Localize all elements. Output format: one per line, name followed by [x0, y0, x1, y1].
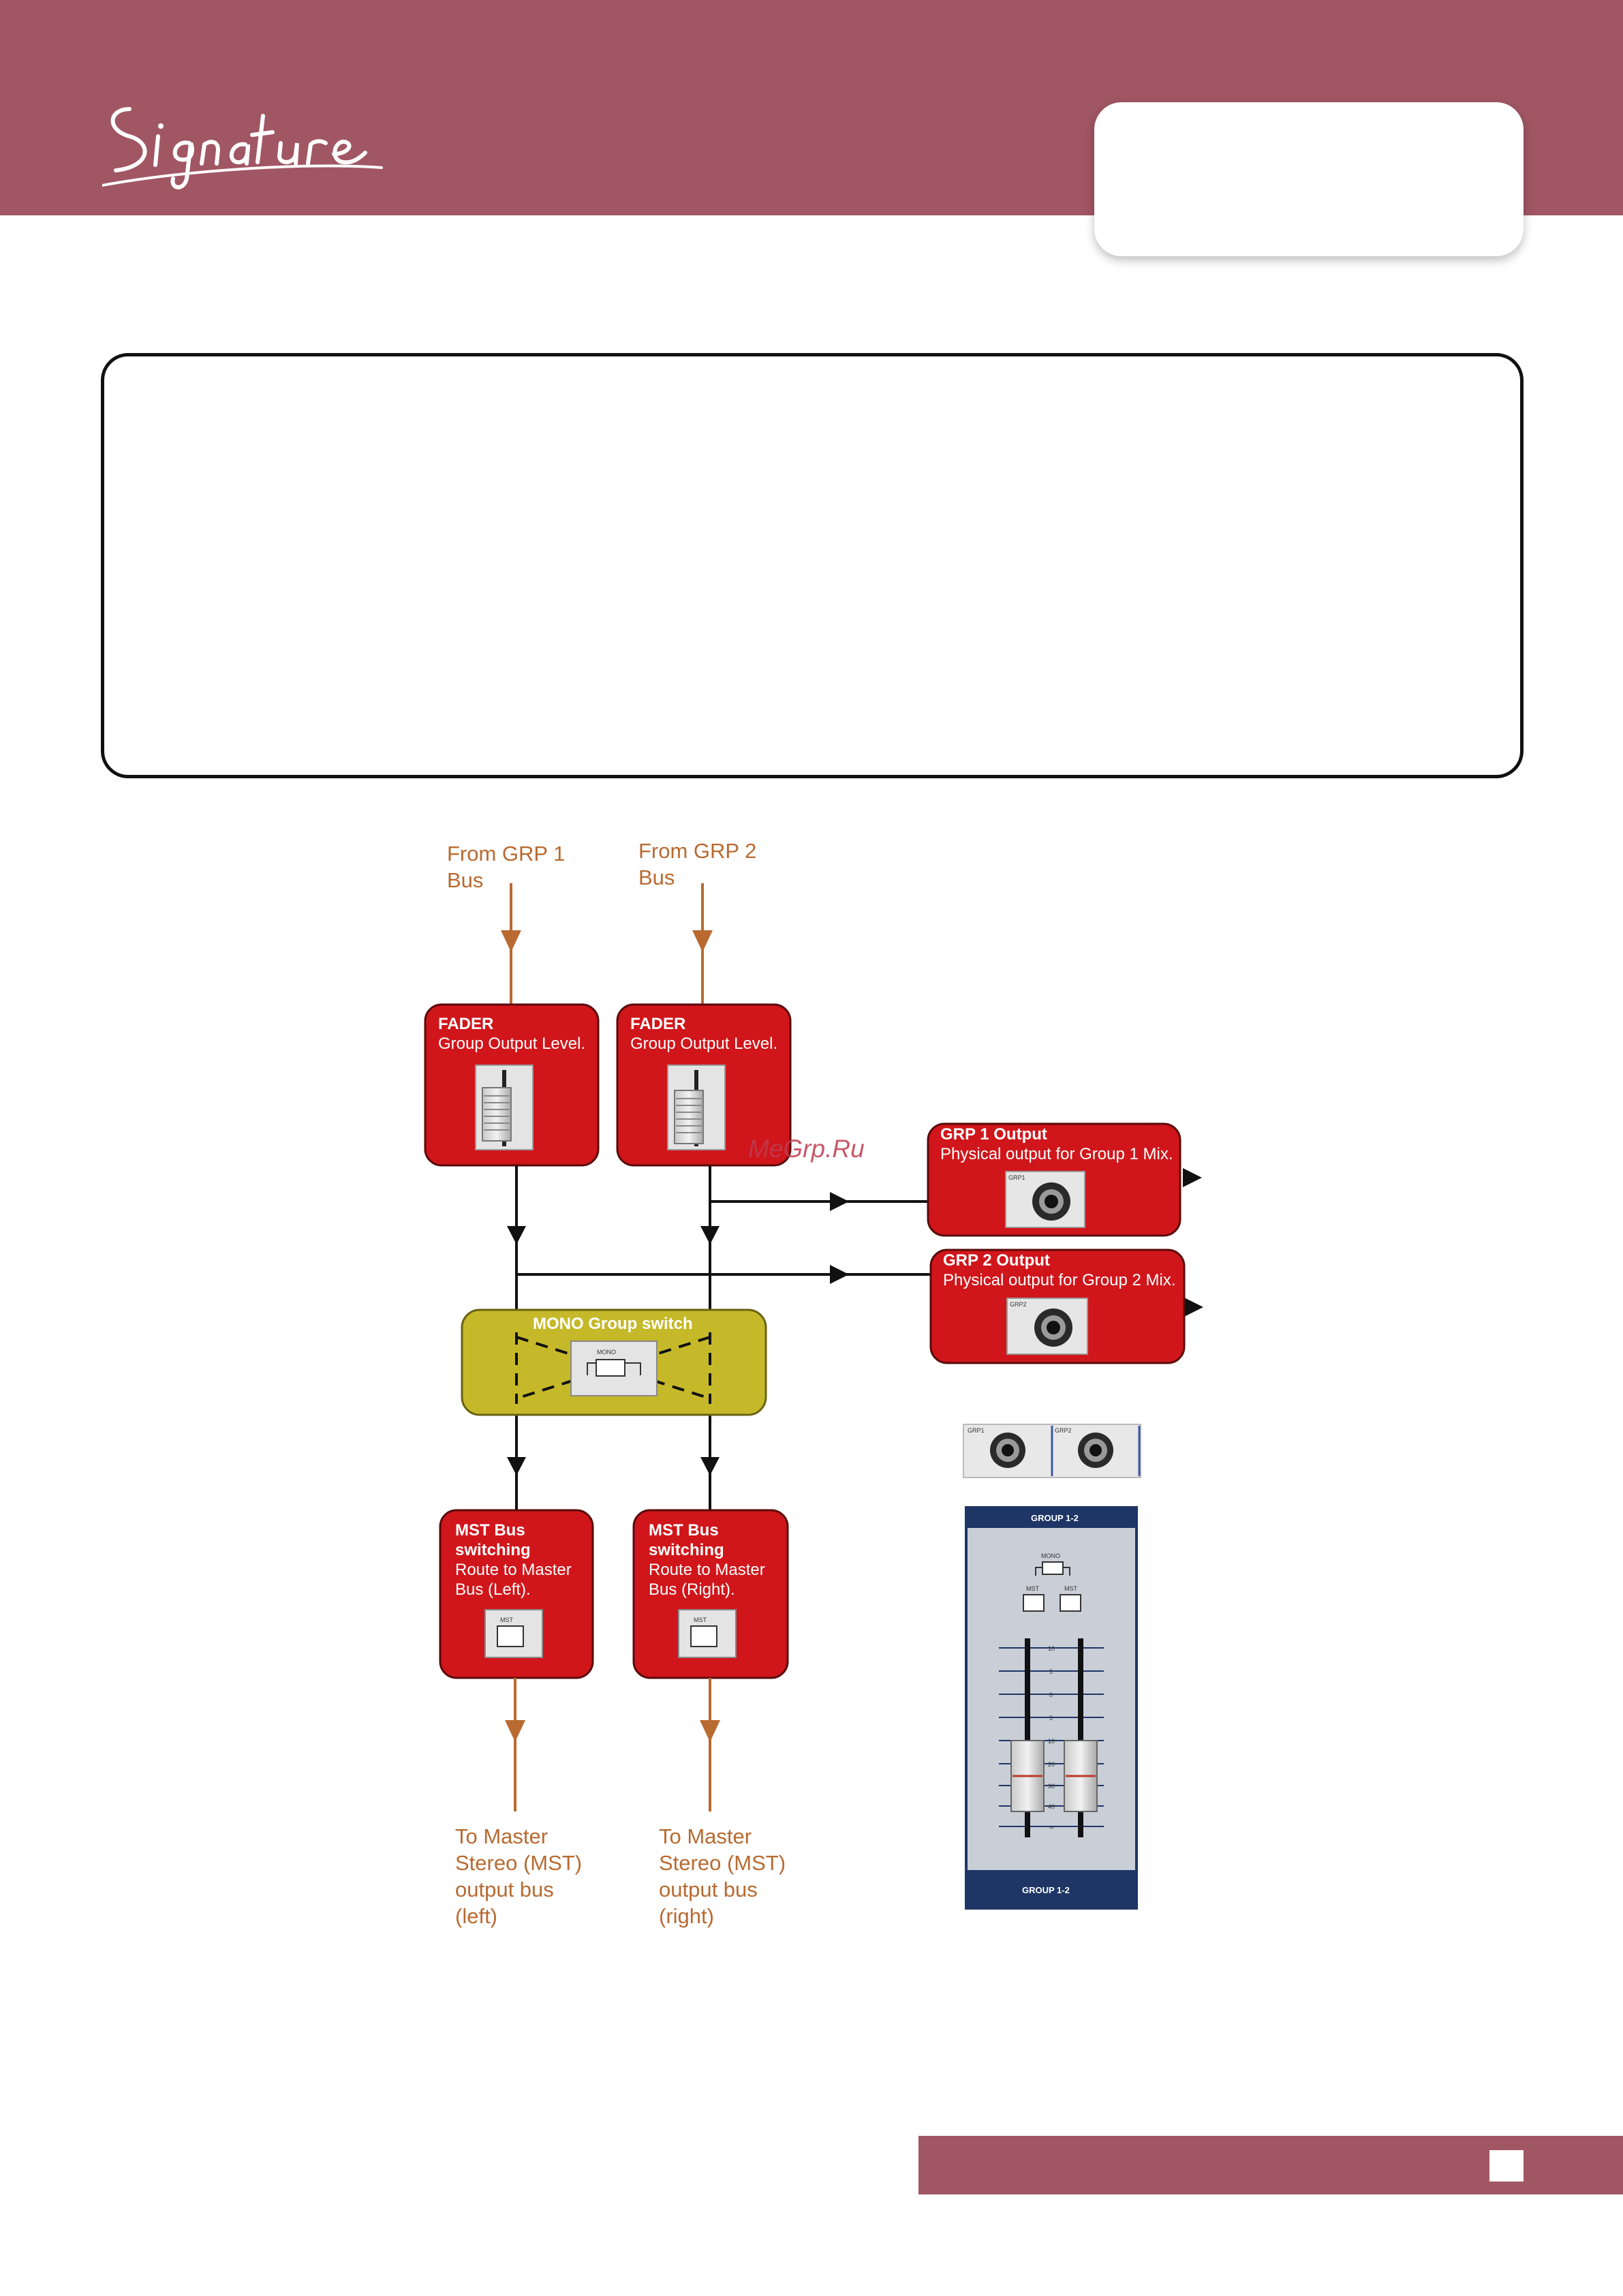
strip-scale-8: ∞: [1049, 1824, 1053, 1831]
input-label-grp2: From GRP 2 Bus: [638, 839, 762, 889]
strip-scale-6: 30: [1048, 1783, 1055, 1790]
mst-left-block: MST Bus switching Route to Master Bus (L…: [439, 1509, 594, 1679]
mst-left-desc: Route to Master Bus (Left).: [455, 1561, 576, 1599]
mono-button-label: MONO: [597, 1349, 616, 1356]
strip-mst-label-1: MST: [1026, 1585, 1040, 1592]
mono-button: [596, 1359, 625, 1377]
strip-scale-2: 0: [1049, 1692, 1053, 1698]
strip-scale-4: 10: [1048, 1738, 1055, 1745]
fader-block-1: FADER Group Output Level.: [424, 1003, 600, 1167]
grp1-jack-label: GRP1: [1008, 1174, 1025, 1181]
panel-jack-label-2: GRP2: [1055, 1427, 1072, 1434]
grp1-output-title: GRP 1 Output: [940, 1125, 1047, 1144]
fader-1-desc: Group Output Level.: [438, 1035, 585, 1053]
grp2-output-block: GRP 2 Output Physical output for Group 2…: [929, 1249, 1186, 1364]
output-arrow-left: [505, 1678, 525, 1811]
mst-right-block: MST Bus switching Route to Master Bus (R…: [632, 1509, 789, 1679]
mst-left-button-label: MST: [500, 1617, 514, 1623]
fader-2-image: [667, 1065, 726, 1150]
strip-mono-button: [1042, 1561, 1064, 1575]
strip-footer: GROUP 1-2: [1022, 1885, 1070, 1895]
fader-block-2: FADER Group Output Level.: [616, 1003, 792, 1167]
input-arrow-grp2: [692, 883, 713, 1005]
watermark: MeGrp.Ru: [748, 1135, 865, 1163]
strip-scale-7: 40: [1048, 1803, 1055, 1810]
mst-left-button: [497, 1625, 524, 1647]
panel-jack-label-1: GRP1: [968, 1427, 985, 1434]
mst-right-button-label: MST: [694, 1617, 707, 1623]
page-number-box: [1489, 2150, 1524, 2182]
fader-1-title: FADER: [438, 1015, 493, 1033]
fader-2-title: FADER: [630, 1015, 685, 1033]
strip-mst-label-2: MST: [1064, 1585, 1078, 1592]
strip-mst-button-1: [1023, 1594, 1045, 1612]
output-arrow-right: [700, 1678, 720, 1811]
input-arrow-grp1: [501, 883, 521, 1005]
strip-fader-cap-1: [1010, 1740, 1045, 1812]
grp2-jack-label: GRP2: [1010, 1301, 1027, 1308]
output-label-right: To Master Stereo (MST) output bus (right…: [659, 1824, 792, 1928]
output-label-left: To Master Stereo (MST) output bus (left): [455, 1824, 588, 1928]
group-output-block-diagram: From GRP 1 Bus From GRP 2 Bus FADER Grou…: [424, 839, 1203, 1928]
strip-mst-button-2: [1060, 1594, 1081, 1612]
grp2-output-desc: Physical output for Group 2 Mix.: [943, 1271, 1175, 1289]
mst-right-desc: Route to Master Bus (Right).: [649, 1561, 769, 1599]
signal-arrowheads: [507, 1168, 1203, 1475]
strip-scale-3: 5: [1049, 1715, 1053, 1721]
grp1-output-desc: Physical output for Group 1 Mix.: [940, 1145, 1173, 1163]
strip-scale-5: 20: [1048, 1761, 1055, 1768]
fader-2-desc: Group Output Level.: [630, 1035, 777, 1053]
input-label-grp1: From GRP 1 Bus: [447, 842, 571, 892]
signature-logo: [102, 107, 383, 189]
strip-mono-label: MONO: [1041, 1552, 1060, 1559]
strip-scale-1: 5: [1049, 1668, 1053, 1675]
grp2-output-title: GRP 2 Output: [943, 1251, 1050, 1270]
title-box: [1094, 102, 1524, 256]
mst-right-title: MST Bus switching: [649, 1521, 724, 1559]
mst-right-button: [690, 1625, 717, 1647]
channel-strip-image: GROUP 1-2 MONO MST MST 10 5 0 5 10 20 30…: [965, 1506, 1138, 1910]
fader-1-image: [475, 1065, 534, 1150]
mono-switch-title: MONO Group switch: [533, 1315, 693, 1333]
grp1-output-block: GRP 1 Output Physical output for Group 1…: [927, 1122, 1181, 1237]
jack-panel-image: GRP1 GRP2: [963, 1424, 1141, 1478]
strip-scale-0: 10: [1048, 1645, 1055, 1652]
mst-left-title: MST Bus switching: [455, 1521, 531, 1559]
strip-fader-cap-2: [1064, 1740, 1098, 1812]
strip-header: GROUP 1-2: [1031, 1513, 1079, 1523]
content-frame: [101, 353, 1524, 778]
mono-switch-block: MONO Group switch MONO: [461, 1308, 767, 1416]
